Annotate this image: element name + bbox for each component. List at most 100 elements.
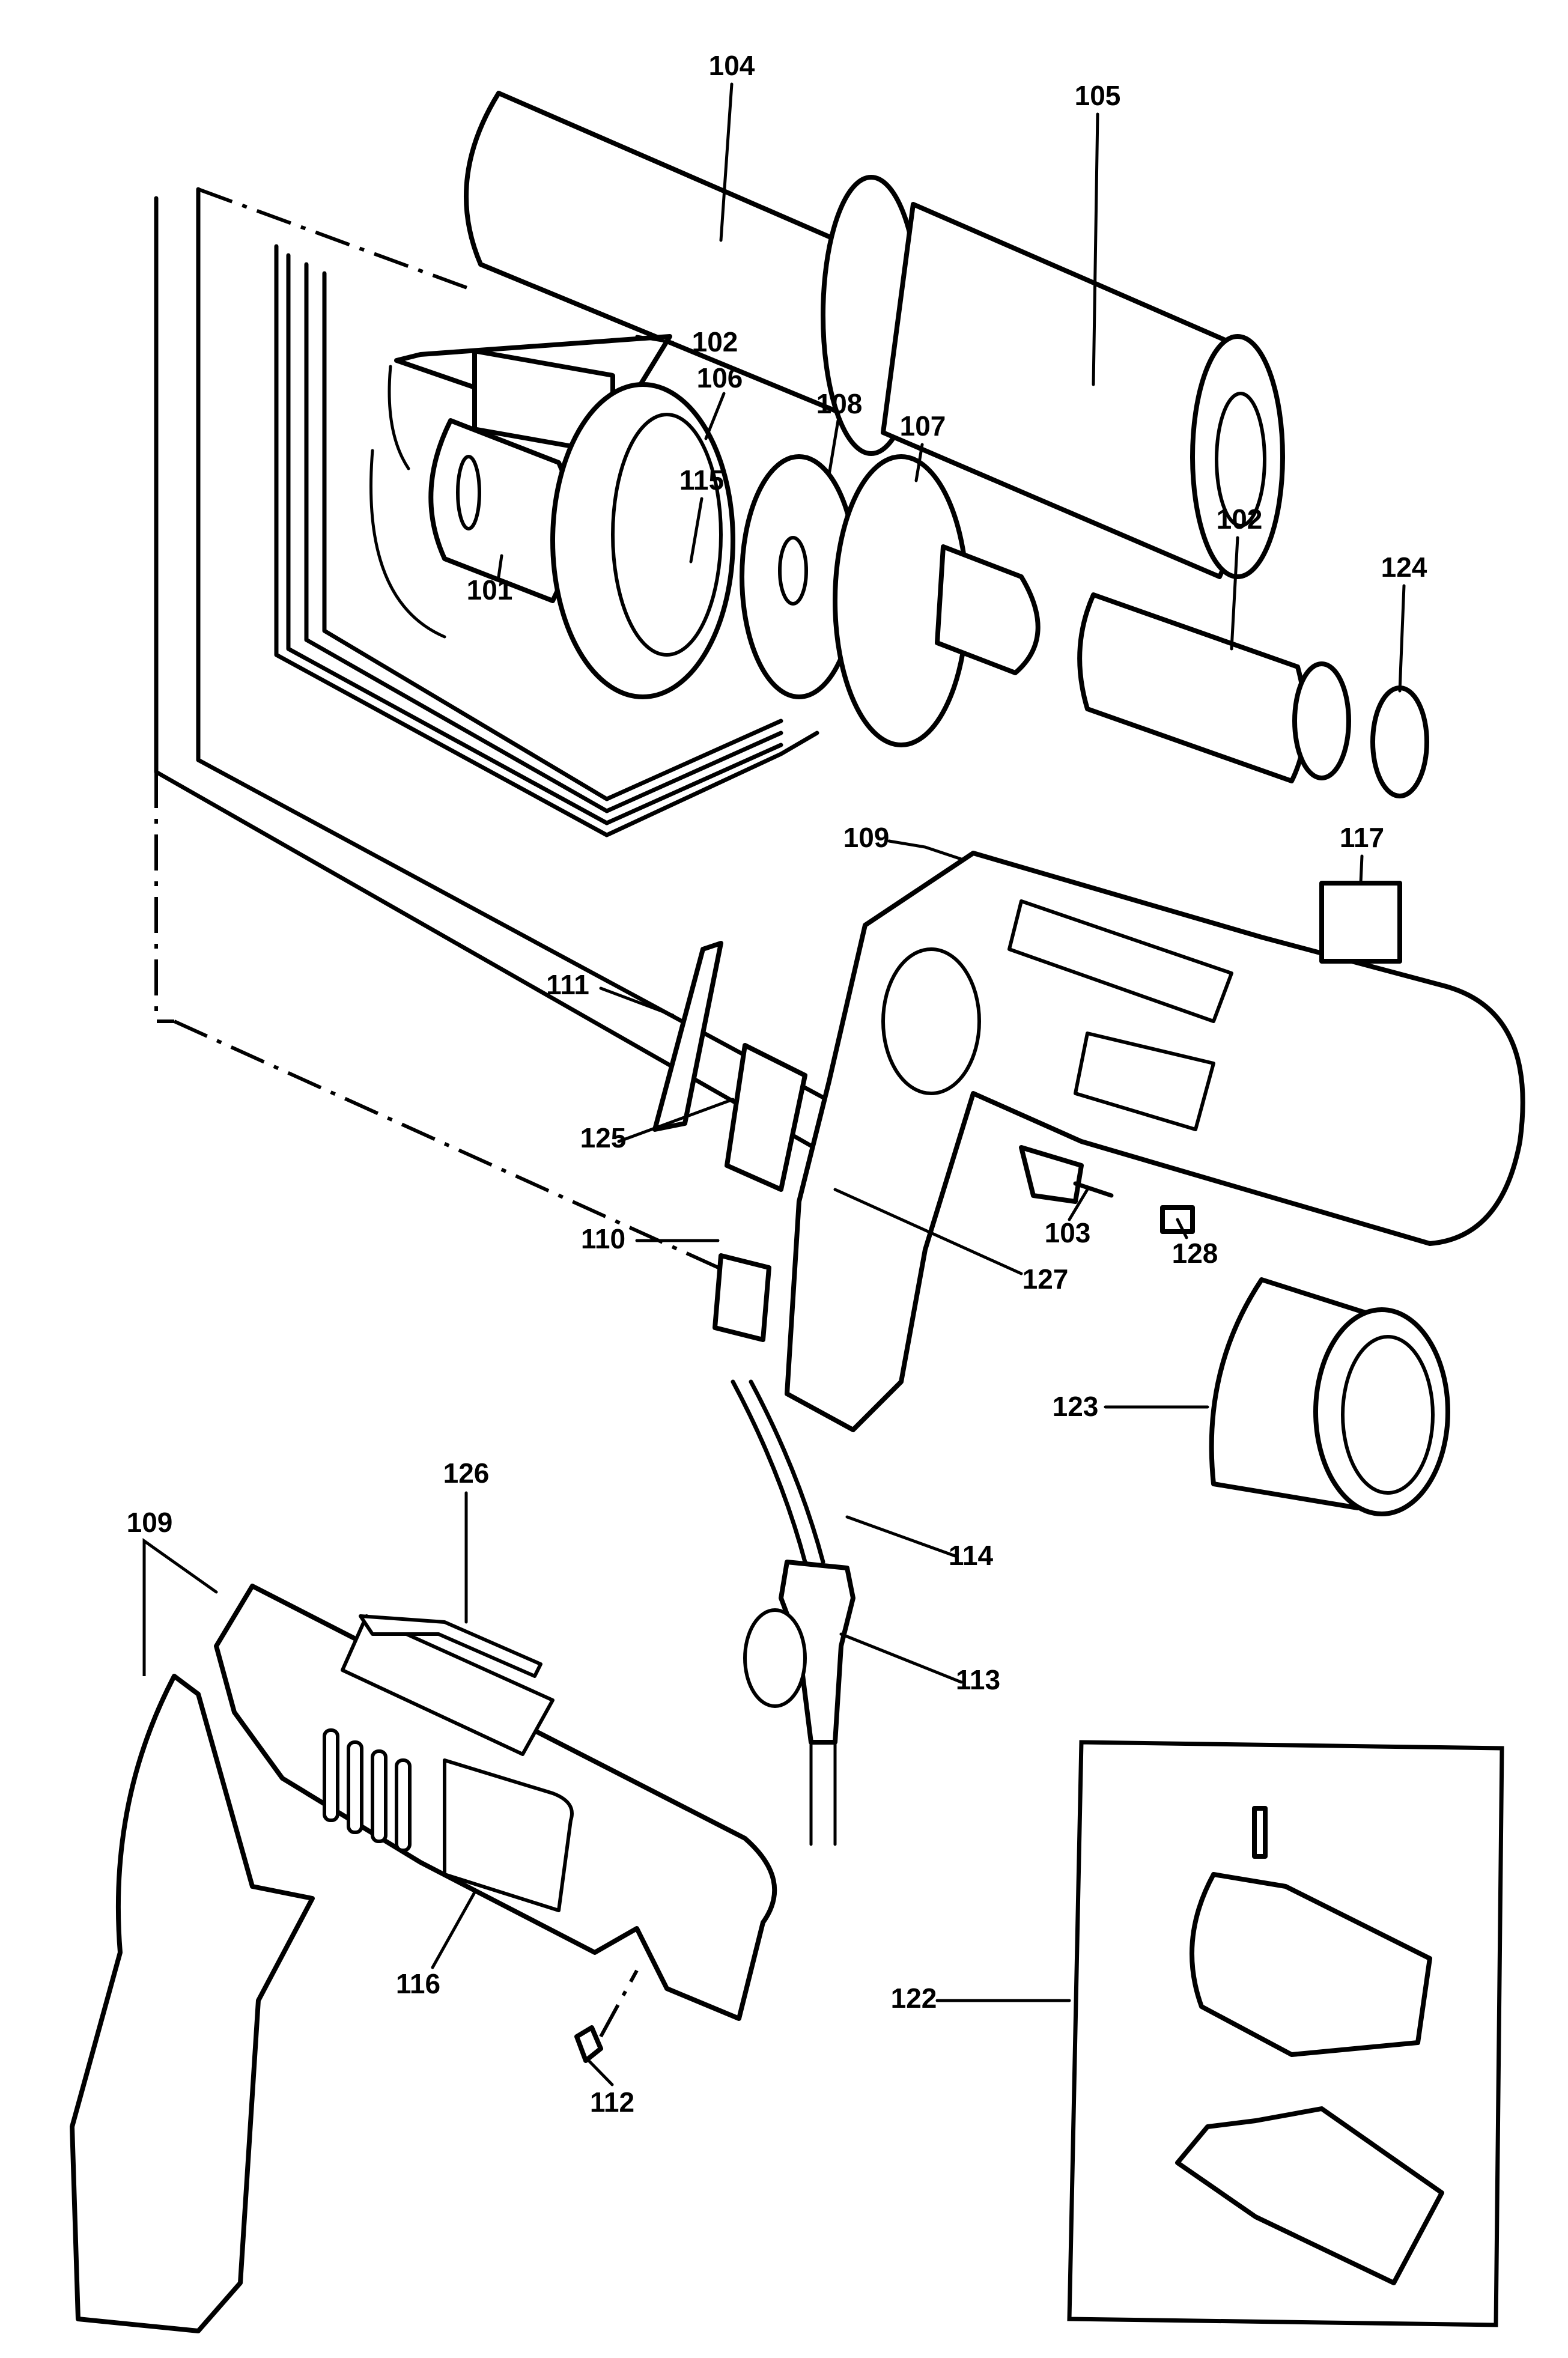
leader-line [635,335,675,344]
callout-label: 128 [1172,1238,1218,1269]
callout-123: 123 [1053,1391,1209,1422]
air-inlet-grille [1209,1277,1450,1516]
leader-line [827,419,840,476]
fan-hub [778,536,808,606]
callout-107: 107 [900,410,946,482]
callout-label: 115 [679,464,724,496]
motor-slot [456,455,481,530]
leader-line [497,554,503,579]
leader-line [1230,536,1239,651]
callout-label: 106 [697,362,743,394]
switch-slider-parts [1019,1145,1195,1234]
callout-127: 127 [833,1188,1069,1295]
accessory-frame [1067,1740,1504,2327]
cord-assembly [731,1379,855,1846]
callout-117: 117 [1340,822,1384,885]
callout-103: 103 [1045,1188,1091,1248]
fan-housing [550,382,735,699]
leader-line [617,1098,735,1143]
vent-slot-2 [347,1740,363,1834]
callout-122: 122 [891,1983,1071,2014]
motor-body [428,418,575,603]
callout-label: 109 [127,1507,173,1538]
leader-line [887,839,963,861]
callout-115: 115 [679,464,724,564]
callout-125: 125 [580,1098,735,1153]
motor [369,365,575,639]
element-end-cap [1292,661,1351,780]
nozzle-end-holes [1215,392,1266,527]
switch-slider-pin [1073,1181,1114,1198]
guide-line-6 [322,271,783,801]
nozzle-tubes [464,91,1285,579]
leader-line [431,1891,476,1969]
callout-108: 108 [816,388,863,476]
guide-line-5 [304,262,783,813]
housing-screw-112 [574,2025,603,2063]
callout-101: 101 [467,554,512,606]
fan-housing-inner [611,413,723,657]
accessory-screw [1252,1806,1268,1859]
leader-line [689,497,703,564]
callout-110: 110 [581,1223,720,1254]
callout-114: 114 [845,1515,994,1571]
housing-motor-seat [881,947,981,1095]
switch-cover-plate [652,941,723,1132]
housing-plate [1074,1032,1215,1131]
leader-line [704,392,726,440]
callout-label: 108 [816,388,863,419]
callout-116: 116 [396,1891,476,1999]
callout-label: 103 [1045,1217,1091,1248]
callout-109a: 109 [843,822,963,861]
callout-label: 123 [1053,1391,1099,1422]
callout-124: 124 [1381,552,1427,693]
cord-upper-2 [749,1379,825,1564]
leader-line [1092,112,1099,386]
callout-label: 116 [396,1968,440,1999]
leader-line [142,1538,218,1676]
housing-slide-window [341,1614,555,1756]
leader-line [839,1632,963,1684]
heating-element [1077,592,1429,798]
switch-body [725,1043,807,1192]
housing-half-open [785,851,1525,1432]
vent-slot-3 [371,1749,387,1843]
callout-126: 126 [443,1457,489,1624]
callout-112: 112 [584,2056,634,2118]
callout-label: 124 [1381,552,1427,583]
guide-line-2-dash [197,187,470,290]
accessory-nozzle-box [1067,1740,1504,2327]
callout-label: 104 [709,50,755,81]
callout-label: 102 [692,326,738,357]
callout-102a: 102 [635,326,738,357]
cord-clamp [713,1253,771,1342]
motor-wires [369,365,446,639]
leader-line [719,82,734,242]
callout-109b: 109 [127,1507,218,1676]
label-117-plate [1319,881,1402,964]
air-duct [833,454,1041,747]
vent-slot-4 [395,1758,412,1852]
callout-label: 125 [580,1122,627,1153]
housing-heatsink [1007,899,1233,1023]
callout-label: 127 [1023,1263,1069,1295]
leader-line [833,1188,1023,1275]
reflector-nozzle [1190,1872,1432,2057]
switch-slider [1019,1145,1084,1204]
heating-coil [1077,592,1308,783]
callout-label: 105 [1075,80,1121,111]
spring [1160,1205,1195,1234]
guide-line-4 [286,253,783,825]
air-duct-neck [935,544,1041,675]
callout-105: 105 [1075,80,1121,386]
callout-102b: 102 [1217,503,1262,651]
callout-label: 122 [891,1983,937,2014]
callout-label: 110 [581,1223,625,1254]
flat-spreader-nozzle [1175,2106,1444,2285]
leader-line [1176,1218,1188,1239]
callout-label: 117 [1340,822,1384,853]
element-end-disc [1370,685,1429,798]
housing-handle [70,1674,315,2333]
